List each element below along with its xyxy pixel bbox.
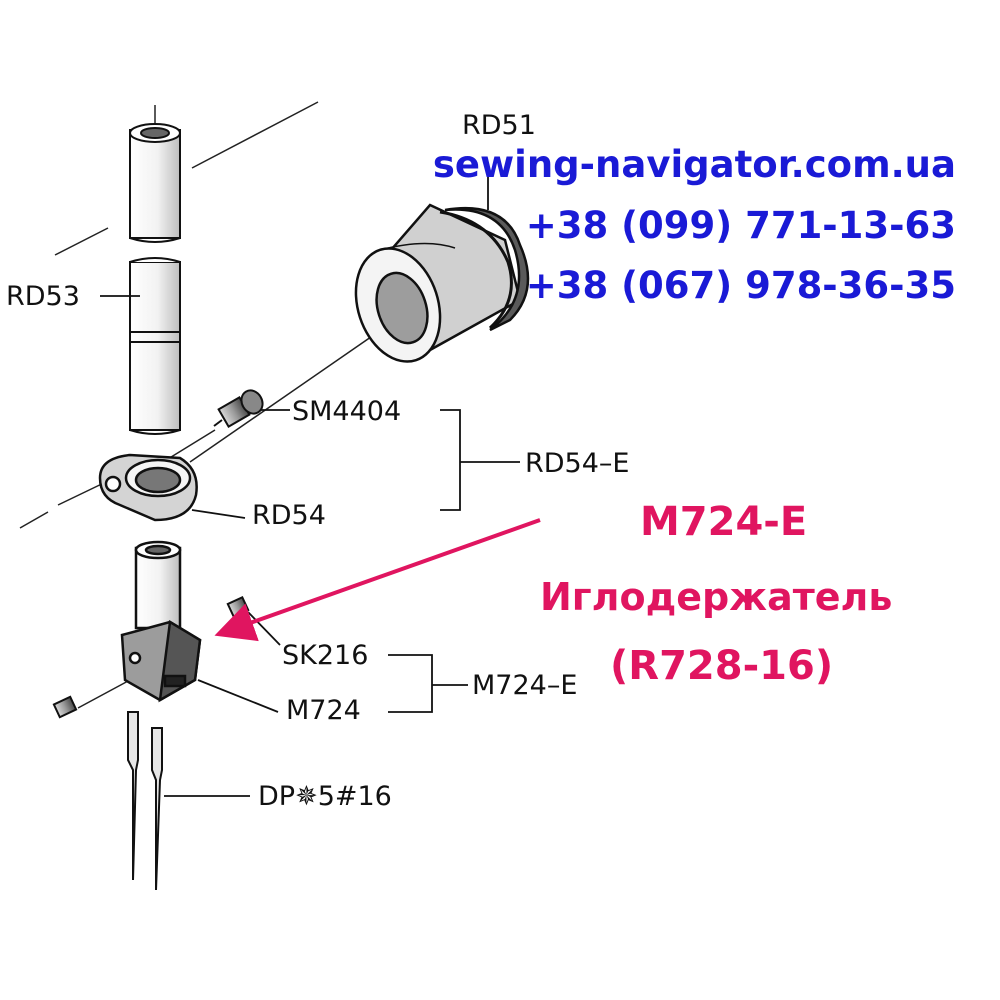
highlight-alt-number: (R728-16) <box>610 643 834 689</box>
rd51-bushing <box>354 203 530 363</box>
rd53-upper-tube <box>129 123 181 243</box>
needles <box>127 711 163 891</box>
sm4404-screw <box>213 389 264 429</box>
website-text: sewing-navigator.com.ua <box>432 143 956 186</box>
label-sm4404: SM4404 <box>292 396 402 427</box>
label-rd51: RD51 <box>462 110 536 141</box>
label-rd54-e: RD54–E <box>525 448 630 479</box>
rd54-clamp <box>98 453 198 522</box>
phone-1-text: +38 (099) 771-13-63 <box>525 204 956 247</box>
label-rd53: RD53 <box>6 281 80 312</box>
phone-2-text: +38 (067) 978-36-35 <box>525 264 956 307</box>
label-m724-e: M724–E <box>472 670 578 701</box>
m724-needle-holder <box>120 540 202 703</box>
rd53-lower-tube <box>129 257 181 435</box>
highlight-part-name: Иглодержатель <box>540 575 893 619</box>
highlight-arrow <box>214 518 541 642</box>
label-m724: M724 <box>286 695 361 726</box>
label-rd54: RD54 <box>252 500 326 531</box>
label-needle: DP✵5#16 <box>258 781 392 812</box>
highlight-part-number: M724-E <box>640 499 808 545</box>
label-sk216: SK216 <box>282 640 369 671</box>
